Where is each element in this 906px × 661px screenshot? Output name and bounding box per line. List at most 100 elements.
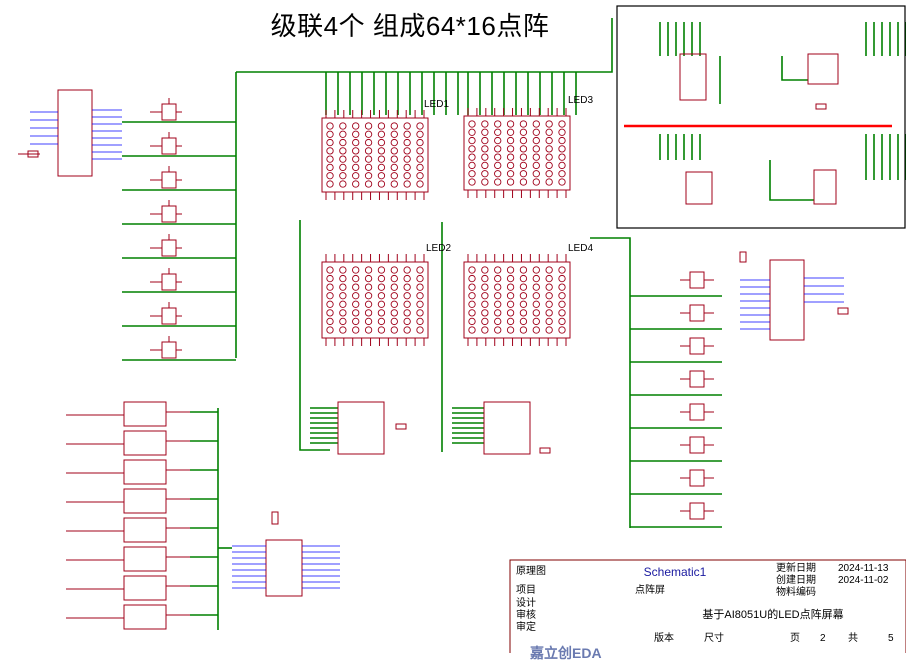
frame-layer [509,5,906,653]
led-dot [390,309,398,317]
h5-header [685,171,713,205]
led-dot [339,130,347,138]
led-dot [494,266,502,274]
tb-page: 2 [820,633,826,644]
led-dot [339,266,347,274]
led-dot [494,145,502,153]
led-dot [558,128,566,136]
component-layer [18,53,849,630]
led-dot [468,178,476,186]
led-dot [558,274,566,283]
led-dot [468,300,476,308]
led-dot [532,153,540,161]
buffer-chip [66,575,190,601]
mosfet-q-right [680,502,714,520]
led-dot [339,317,347,326]
led-dot [403,155,411,163]
led-dot [545,178,553,186]
led-dot [416,317,424,326]
led-dot [352,309,360,317]
buffer-chip [66,517,190,543]
led-dot [390,317,398,326]
h3-header [813,169,837,205]
led-dot [352,122,360,130]
led-dot [481,317,489,326]
led-dot [377,292,386,300]
tb-label-create-date: 创建日期 [776,575,816,586]
c14-capacitor [271,511,279,525]
led-dot [377,138,386,147]
led-dot [326,309,334,317]
led1-matrix-body [321,117,429,193]
led-dot [364,266,373,274]
led-dot [390,300,398,308]
led-dot [403,163,411,172]
mosfet-body [161,273,177,291]
led-dot [506,274,515,283]
led-dot [494,128,502,136]
led-dot [468,283,476,291]
led-dot [352,155,360,163]
led-dot [468,161,476,170]
led-dot [390,130,398,138]
led-dot [494,300,502,308]
led-dot [403,309,411,317]
led-dot [519,120,528,128]
led-dot [545,161,553,170]
led3-label: LED3 [568,95,594,106]
led-dot [326,155,334,163]
led-dot [519,309,528,317]
led-dot [545,128,553,136]
led2-left-bus [299,220,330,451]
tb-sheet-name: Schematic1 [643,565,707,579]
u-shift-register-1 [337,401,385,455]
led-dot [403,283,411,291]
led-dot [519,292,528,300]
led-dot [519,161,528,170]
led-dot [403,274,411,283]
led-dot [352,172,360,180]
led-dot [481,326,489,334]
led-dot [339,155,347,163]
led-dot [364,180,373,188]
led-dot [558,266,566,274]
led-dot [377,130,386,138]
led-dot [339,180,347,188]
led-dot [506,161,515,170]
led-dot [519,145,528,153]
led-dot [558,136,566,145]
led-dot [352,274,360,283]
u7-decoder-ic [769,259,805,341]
mosfet-body [689,370,705,388]
mosfet-q-left [150,302,182,325]
mosfet-q-left [150,132,182,155]
led-dot [481,266,489,274]
led-dot [326,138,334,147]
led-dot [352,266,360,274]
led-dot [468,292,476,300]
r6-resistor [27,150,39,158]
led-dot [506,317,515,326]
led-dot [468,145,476,153]
led-dot [494,274,502,283]
mosfet-body [161,171,177,189]
tb-update-date: 2024-11-13 [838,563,889,574]
led-dot [326,163,334,172]
title-block-frame [509,559,906,653]
led-dot [377,147,386,155]
led-dot [364,155,373,163]
led-dot [403,292,411,300]
led-dot [506,309,515,317]
led-dot [364,274,373,283]
eda-logo: 嘉立创EDA [530,645,602,661]
led-dot [481,170,489,178]
led-dot [494,170,502,178]
top-bus-to-frame [236,18,613,73]
led-dot [339,122,347,130]
led-dot [468,120,476,128]
r3-resistor [837,307,849,315]
mosfet-q-left [150,98,182,121]
led2-matrix-body [321,261,429,339]
mosfet-q-left [150,200,182,223]
led-dot [403,326,411,334]
